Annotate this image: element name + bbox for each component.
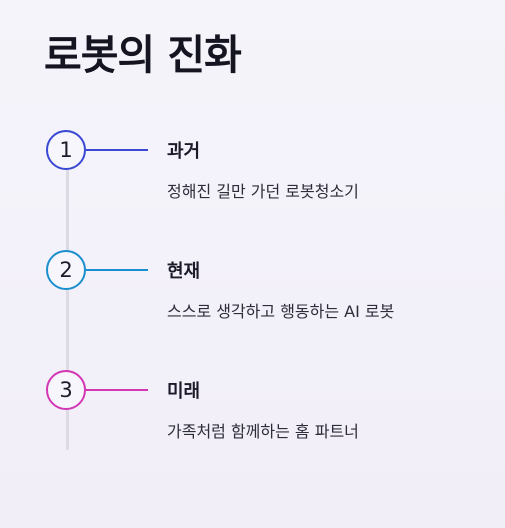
step-connector-line	[86, 389, 148, 391]
step-number-badge: 1	[46, 130, 86, 170]
step-connector-line	[86, 269, 148, 271]
step-title: 현재	[167, 261, 201, 282]
timeline-step-past: 1 과거 정해진 길만 가던 로봇청소기	[0, 130, 505, 220]
step-number-badge: 2	[46, 250, 86, 290]
timeline-step-present: 2 현재 스스로 생각하고 행동하는 AI 로봇	[0, 250, 505, 340]
timeline-rail	[66, 150, 69, 450]
step-description: 정해진 길만 가던 로봇청소기	[167, 182, 359, 201]
step-number-badge: 3	[46, 370, 86, 410]
step-connector-line	[86, 149, 148, 151]
step-description: 스스로 생각하고 행동하는 AI 로봇	[167, 302, 395, 321]
timeline-step-future: 3 미래 가족처럼 함께하는 홈 파트너	[0, 370, 505, 460]
step-title: 미래	[167, 381, 201, 402]
step-description: 가족처럼 함께하는 홈 파트너	[167, 422, 359, 441]
page-title: 로봇의 진화	[44, 31, 242, 79]
step-title: 과거	[167, 141, 201, 162]
